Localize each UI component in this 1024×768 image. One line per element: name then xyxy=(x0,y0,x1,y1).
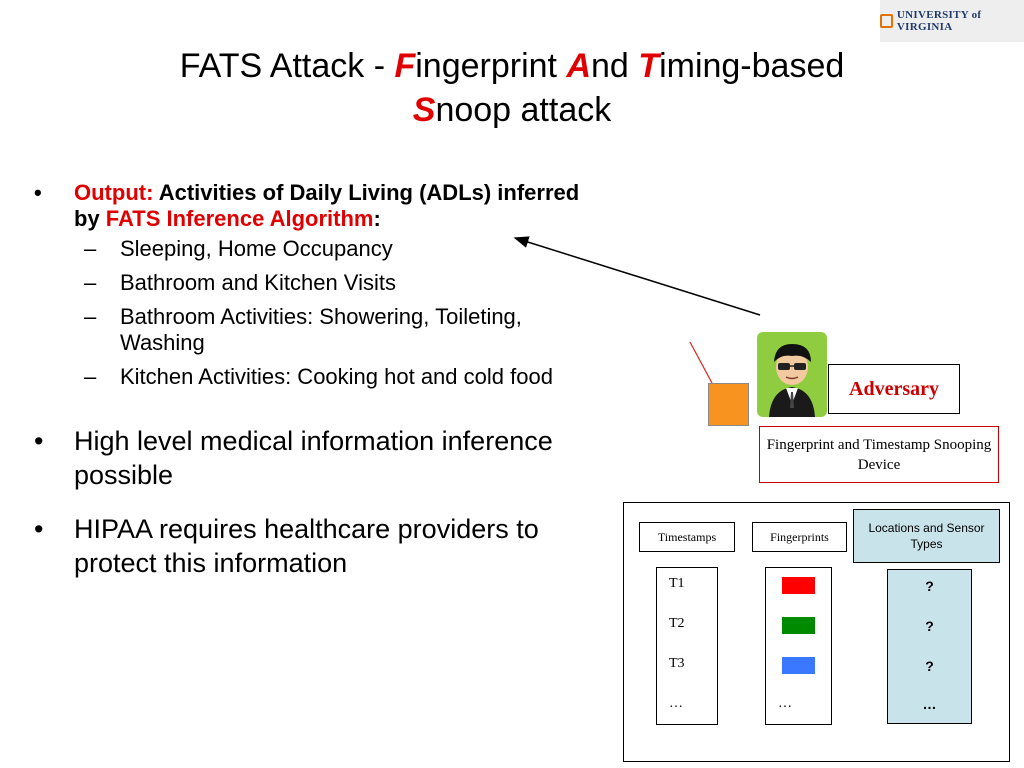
bullet-medical: • High level medical information inferen… xyxy=(34,426,553,490)
timestamp-value: … xyxy=(669,696,683,711)
timestamp-value: T2 xyxy=(669,616,685,631)
red-connector-line xyxy=(689,341,713,384)
arrow-to-algorithm xyxy=(513,236,761,316)
fingerprint-chip xyxy=(782,577,815,594)
logo-mark-icon xyxy=(880,14,893,28)
fats-algorithm: FATS Inference Algorithm xyxy=(105,206,374,231)
fingerprints-column: … xyxy=(765,567,832,725)
snooped-data-panel: Timestamps Fingerprints Locations and Se… xyxy=(623,502,1010,762)
snooping-device-icon xyxy=(708,383,749,426)
unknown-locations-column: ? ? ? … xyxy=(887,569,972,724)
adl-sublist: –Sleeping, Home Occupancy –Bathroom and … xyxy=(74,236,592,390)
unknown-value: … xyxy=(922,696,937,712)
fingerprint-chip xyxy=(782,617,815,634)
bullet-output: • Output: Activities of Daily Living (AD… xyxy=(32,180,592,390)
list-item: –Bathroom Activities: Showering, Toileti… xyxy=(84,304,522,355)
output-label: Output: xyxy=(74,180,154,205)
list-item: –Bathroom and Kitchen Visits xyxy=(84,270,396,295)
unknown-value: ? xyxy=(925,658,934,674)
unknown-value: ? xyxy=(925,618,934,634)
unknown-value: ? xyxy=(925,578,934,594)
locations-header: Locations and Sensor Types xyxy=(853,509,1000,563)
timestamps-header: Timestamps xyxy=(639,522,735,552)
snooping-device-label: Fingerprint and Timestamp Snooping Devic… xyxy=(759,426,999,483)
fingerprint-chip xyxy=(782,657,815,674)
fingerprints-header: Fingerprints xyxy=(752,522,847,552)
bullet-list: • Output: Activities of Daily Living (AD… xyxy=(32,180,592,580)
adversary-label: Adversary xyxy=(828,364,960,414)
timestamps-column: T1 T2 T3 … xyxy=(656,567,718,725)
logo-text: UNIVERSITY of VIRGINIA xyxy=(896,9,982,33)
timestamp-value: T3 xyxy=(669,656,685,671)
list-item: –Sleeping, Home Occupancy xyxy=(84,236,393,261)
adversary-avatar-icon xyxy=(757,332,827,417)
fingerprint-more: … xyxy=(778,696,792,711)
slide-title: FATS Attack - Fingerprint And Timing-bas… xyxy=(179,47,845,129)
list-item: –Kitchen Activities: Cooking hot and col… xyxy=(84,364,553,389)
bullet-hipaa: • HIPAA requires healthcare providers to… xyxy=(34,514,539,578)
timestamp-value: T1 xyxy=(669,576,685,591)
university-logo: UNIVERSITY of VIRGINIA xyxy=(880,0,1024,42)
